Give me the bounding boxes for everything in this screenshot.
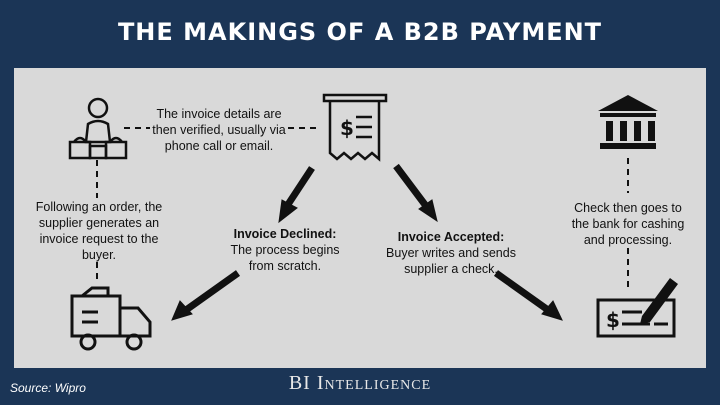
order-step-text: Following an order, the supplier generat…	[35, 200, 163, 262]
arrow-to-truck-head	[171, 300, 193, 321]
source-note: Source: Wipro	[10, 381, 86, 395]
brand-logo: BI Intelligence	[0, 372, 720, 395]
arrow-to-accepted	[393, 163, 429, 209]
invoice-receipt-icon: $	[322, 93, 388, 162]
declined-text: The process begins from scratch.	[230, 243, 340, 273]
page-title: THE MAKINGS OF A B2B PAYMENT	[117, 18, 603, 46]
arrow-to-accepted-head	[418, 199, 438, 223]
bank-icon	[598, 95, 658, 149]
check-signing-icon: $	[596, 278, 678, 338]
arrow-to-declined	[284, 166, 315, 208]
arrow-to-check	[493, 270, 551, 313]
accepted-text: Buyer writes and sends supplier a check.	[386, 246, 516, 276]
brand-word: Intelligence	[316, 372, 432, 394]
verify-step-text: The invoice details are then verified, u…	[152, 107, 286, 153]
delivery-truck-icon	[70, 286, 152, 351]
arrow-to-check-head	[541, 300, 563, 321]
arrow-to-declined-head	[278, 199, 298, 224]
arrow-to-truck	[183, 270, 241, 313]
buyer-with-bags-icon	[68, 97, 128, 160]
accepted-title: Invoice Accepted:	[397, 230, 505, 244]
brand-initials: BI	[288, 372, 311, 394]
bank-step-text: Check then goes to the bank for cashing …	[571, 201, 685, 247]
declined-title: Invoice Declined:	[233, 227, 337, 241]
declined-step: Invoice Declined: The process begins fro…	[226, 226, 344, 274]
accepted-step: Invoice Accepted: Buyer writes and sends…	[386, 229, 516, 277]
svg-text:$: $	[606, 308, 620, 332]
svg-text:$: $	[340, 116, 354, 140]
